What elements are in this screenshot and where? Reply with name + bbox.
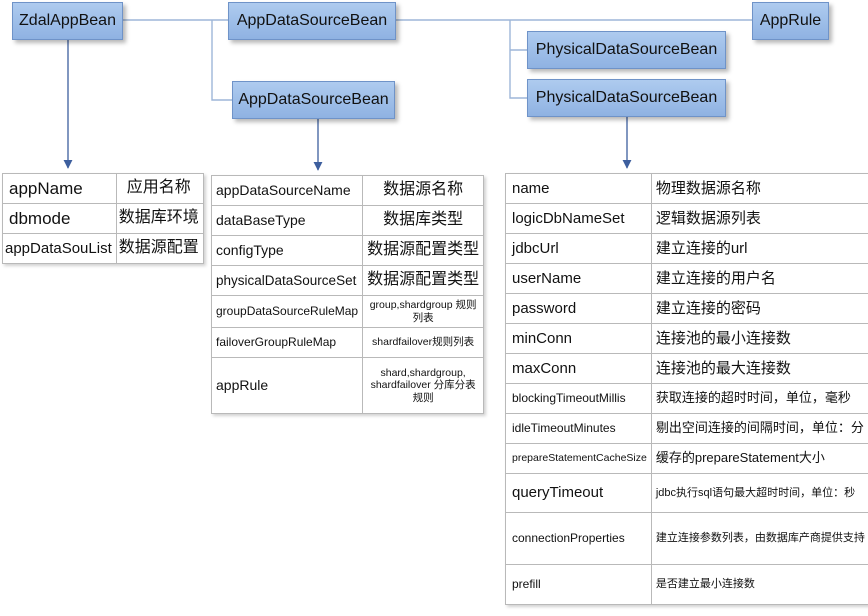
physical-datasource-bean-node-2: PhysicalDataSourceBean	[527, 79, 726, 117]
property-description: jdbc执行sql语句最大超时时间，单位：秒	[650, 473, 868, 513]
table-row: maxConn 连接池的最大连接数	[505, 353, 868, 384]
property-name: prefill	[505, 564, 652, 605]
property-description: 物理数据源名称	[650, 173, 868, 204]
table-row: connectionProperties 建立连接参数列表，由数据库产商提供支持	[505, 512, 868, 565]
physical-datasource-bean-properties-table: name 物理数据源名称 logicDbNameSet 逻辑数据源列表 jdbc…	[505, 173, 868, 605]
property-description: 应用名称	[115, 173, 204, 204]
property-name: appDataSourceName	[210, 175, 364, 206]
property-description: 建立连接的密码	[650, 293, 868, 324]
property-description: 数据库环境	[115, 203, 204, 234]
table-row: failoverGroupRuleMap shardfailover规则列表	[210, 327, 485, 358]
property-description: 数据源配置类型	[362, 235, 485, 266]
property-description: 建立连接参数列表，由数据库产商提供支持	[650, 512, 868, 565]
property-name: appRule	[210, 357, 364, 414]
property-name: appDataSouList	[2, 233, 117, 264]
property-name: name	[505, 173, 652, 204]
app-datasource-bean-properties-table: appDataSourceName 数据源名称 dataBaseType 数据库…	[210, 175, 485, 414]
table-row: blockingTimeoutMillis 获取连接的超时时间，单位，毫秒	[505, 383, 868, 414]
property-name: connectionProperties	[505, 512, 652, 565]
property-name: dbmode	[2, 203, 117, 234]
table-row: userName 建立连接的用户名	[505, 263, 868, 294]
property-name: logicDbNameSet	[505, 203, 652, 234]
table-row: configType 数据源配置类型	[210, 235, 485, 266]
table-row: physicalDataSourceSet 数据源配置类型	[210, 265, 485, 296]
property-name: idleTimeoutMinutes	[505, 413, 652, 444]
property-name: failoverGroupRuleMap	[210, 327, 364, 358]
table-row: idleTimeoutMinutes 剔出空间连接的间隔时间，单位：分	[505, 413, 868, 444]
property-name: physicalDataSourceSet	[210, 265, 364, 296]
app-rule-node: AppRule	[752, 2, 829, 40]
app-datasource-bean-node-top: AppDataSourceBean	[228, 2, 396, 40]
property-description: 连接池的最小连接数	[650, 323, 868, 354]
table-row: queryTimeout jdbc执行sql语句最大超时时间，单位：秒	[505, 473, 868, 513]
table-row: logicDbNameSet 逻辑数据源列表	[505, 203, 868, 234]
property-name: dataBaseType	[210, 205, 364, 236]
property-description: 逻辑数据源列表	[650, 203, 868, 234]
property-description: shard,shardgroup, shardfailover 分库分表规则	[362, 357, 485, 414]
table-row: dataBaseType 数据库类型	[210, 205, 485, 236]
property-description: 获取连接的超时时间，单位，毫秒	[650, 383, 868, 414]
table-row: groupDataSourceRuleMap group,shardgroup …	[210, 295, 485, 328]
property-description: 数据库类型	[362, 205, 485, 236]
property-description: 是否建立最小连接数	[650, 564, 868, 605]
zdal-app-bean-node: ZdalAppBean	[12, 2, 123, 40]
property-description: 连接池的最大连接数	[650, 353, 868, 384]
property-description: 剔出空间连接的间隔时间，单位：分	[650, 413, 868, 444]
table-row: appDataSourceName 数据源名称	[210, 175, 485, 206]
property-description: group,shardgroup 规则列表	[362, 295, 485, 328]
table-row: appName 应用名称	[2, 173, 204, 204]
table-row: minConn 连接池的最小连接数	[505, 323, 868, 354]
property-name: userName	[505, 263, 652, 294]
zdal-app-bean-properties-table: appName 应用名称 dbmode 数据库环境 appDataSouList…	[2, 173, 204, 264]
property-description: 数据源配置	[115, 233, 204, 264]
property-description: shardfailover规则列表	[362, 327, 485, 358]
link-ads-branch	[211, 20, 232, 101]
physical-datasource-bean-node-1: PhysicalDataSourceBean	[527, 31, 726, 69]
table-row: appDataSouList 数据源配置	[2, 233, 204, 264]
property-name: maxConn	[505, 353, 652, 384]
property-name: minConn	[505, 323, 652, 354]
property-description: 建立连接的用户名	[650, 263, 868, 294]
table-row: prepareStatementCacheSize 缓存的prepareStat…	[505, 443, 868, 474]
property-name: prepareStatementCacheSize	[505, 443, 652, 474]
app-datasource-bean-node-mid: AppDataSourceBean	[232, 81, 395, 119]
property-name: queryTimeout	[505, 473, 652, 513]
table-row: jdbcUrl 建立连接的url	[505, 233, 868, 264]
property-description: 缓存的prepareStatement大小	[650, 443, 868, 474]
property-description: 数据源配置类型	[362, 265, 485, 296]
table-row: appRule shard,shardgroup, shardfailover …	[210, 357, 485, 414]
property-name: blockingTimeoutMillis	[505, 383, 652, 414]
property-name: jdbcUrl	[505, 233, 652, 264]
link-pds-branch	[509, 20, 527, 99]
property-description: 建立连接的url	[650, 233, 868, 264]
property-name: appName	[2, 173, 117, 204]
property-description: 数据源名称	[362, 175, 485, 206]
property-name: configType	[210, 235, 364, 266]
table-row: password 建立连接的密码	[505, 293, 868, 324]
table-row: dbmode 数据库环境	[2, 203, 204, 234]
table-row: prefill 是否建立最小连接数	[505, 564, 868, 605]
property-name: password	[505, 293, 652, 324]
property-name: groupDataSourceRuleMap	[210, 295, 364, 328]
table-row: name 物理数据源名称	[505, 173, 868, 204]
